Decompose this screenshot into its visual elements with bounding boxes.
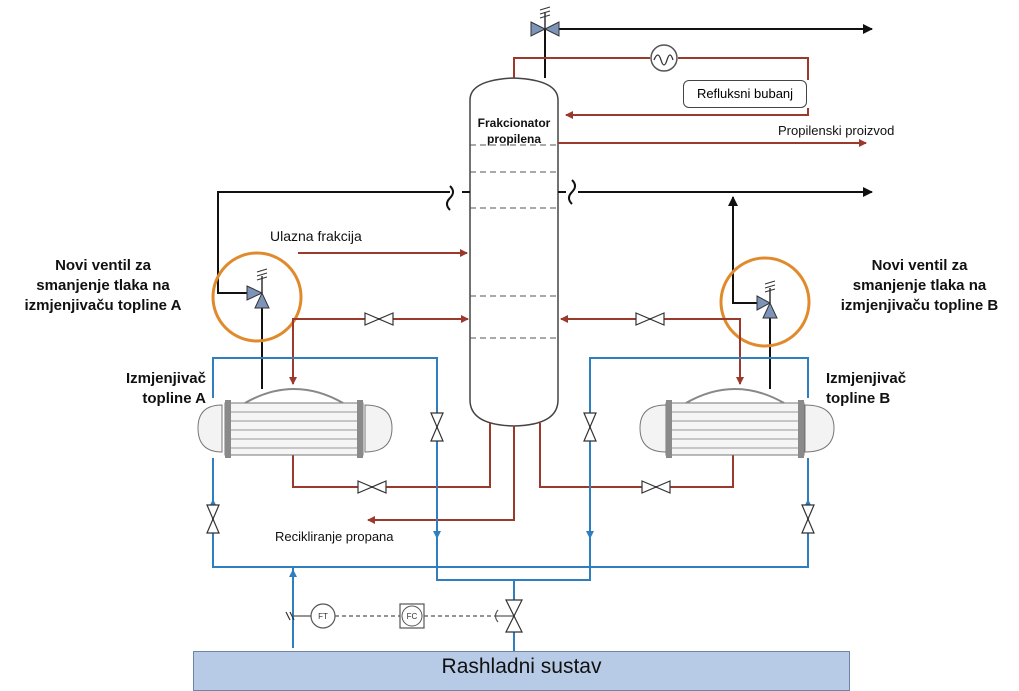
pressure-valve-a xyxy=(246,268,270,309)
exchanger-b-label: Izmjenjivač topline B xyxy=(826,369,936,409)
bottoms-lines xyxy=(292,423,734,521)
side-draw-a xyxy=(292,318,467,383)
highlight-circle-b xyxy=(719,256,811,348)
exchanger-a-label: Izmjenjivač topline A xyxy=(110,369,206,409)
heat-exchanger-a xyxy=(197,388,393,458)
heat-exchanger-b xyxy=(639,388,835,458)
recycle-label: Recikliranje propana xyxy=(275,529,394,544)
pressure-valve-b xyxy=(756,280,778,319)
valve-a-line-1: Novi ventil za xyxy=(55,257,151,274)
exchanger-b-line-2: topline B xyxy=(826,390,891,407)
vapor-line-a xyxy=(217,185,470,389)
valve-b-line-1: Novi ventil za xyxy=(871,257,968,274)
exchanger-a-line-1: Izmjenjivač xyxy=(125,370,206,387)
overhead-vapor-line xyxy=(544,24,873,78)
exchanger-b-line-1: Izmjenjivač xyxy=(826,370,907,387)
highlight-circle-a xyxy=(211,251,303,343)
feed-label: Ulazna frakcija xyxy=(270,228,362,244)
column-label: Frakcionator propilena xyxy=(464,115,564,147)
ft-label: FT xyxy=(318,612,328,621)
reflux-lines xyxy=(513,57,867,147)
column-label-line-2: propilena xyxy=(486,132,541,146)
fc-label: FC xyxy=(407,612,418,621)
reflux-drum: Refluksni bubanj xyxy=(683,80,807,108)
valve-a-line-3: izmjenjivaču topline A xyxy=(24,297,182,314)
fractionator-column xyxy=(469,77,559,427)
valve-a-line-2: smanjenje tlaka na xyxy=(36,277,170,294)
cooling-control-valve xyxy=(505,599,523,633)
cooling-system-label: Rashladni sustav xyxy=(441,655,602,678)
valve-b-line-2: smanjenje tlaka na xyxy=(852,277,987,294)
vapor-line-b xyxy=(558,179,873,389)
manual-valves xyxy=(206,312,815,534)
exchanger-a-line-2: topline A xyxy=(142,390,206,407)
condenser-icon xyxy=(650,44,678,72)
valve-b-label: Novi ventil za smanjenje tlaka na izmjen… xyxy=(820,256,1019,316)
side-draw-b xyxy=(566,318,741,370)
valve-b-line-3: izmjenjivaču topline B xyxy=(840,297,999,314)
cooling-system-box: Rashladni sustav xyxy=(193,651,850,691)
overhead-control-valve xyxy=(530,6,560,37)
product-label: Propilenski proizvod xyxy=(778,123,895,138)
valve-a-label: Novi ventil za smanjenje tlaka na izmjen… xyxy=(0,256,206,316)
column-label-line-1: Frakcionator xyxy=(477,116,551,130)
flow-control-loop xyxy=(285,603,514,629)
